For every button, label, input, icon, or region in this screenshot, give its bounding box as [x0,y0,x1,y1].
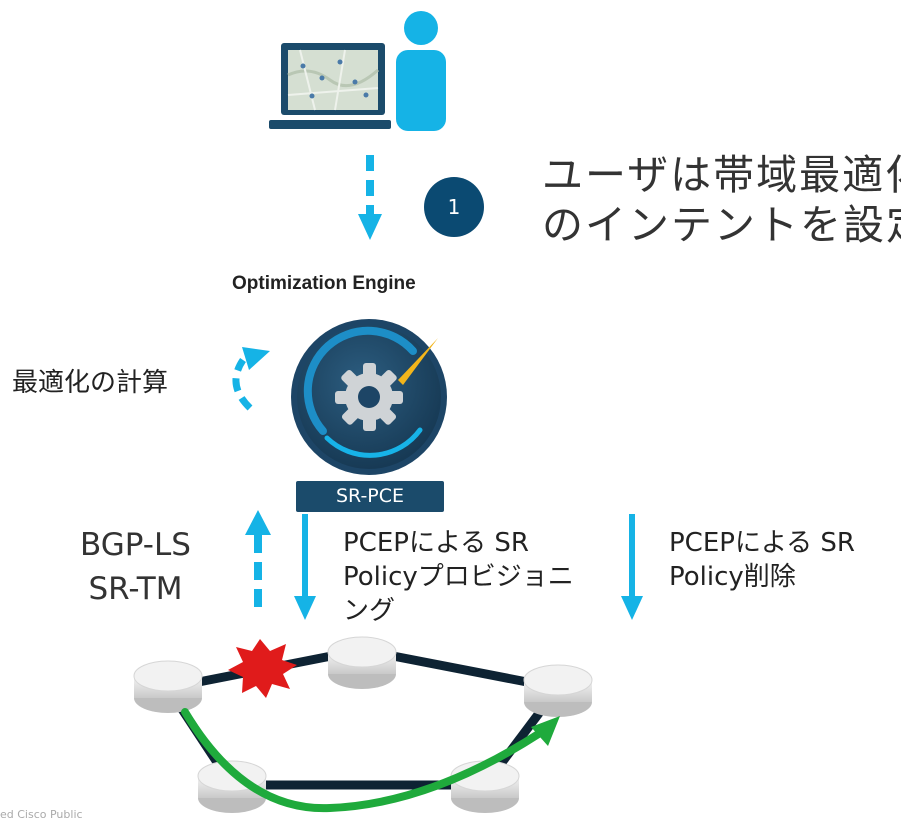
telemetry-label: BGP-LS SR-TM [80,523,191,611]
engine-title: Optimization Engine [232,273,416,294]
intent-arrow-icon [358,155,382,240]
user-icon [396,11,446,131]
srpce-badge: SR-PCE [296,481,444,512]
step-line-2: のインテントを設定 [542,201,901,249]
router-icon [133,660,203,713]
bgp-ls-label: BGP-LS [80,527,191,563]
provision-line-2: Policyプロビジョニ [343,562,574,592]
provision-line-1: PCEPによる SR [343,528,529,558]
sr-tm-label: SR-TM [88,571,183,607]
compute-loop-arrow-icon [232,347,270,411]
optimized-path-arrow-icon [181,708,560,813]
telemetry-up-arrow-icon [245,510,271,610]
step-line-1: ユーザは帯域最適化 [542,151,901,199]
delete-down-arrow-icon [621,514,643,620]
step-description: ユーザは帯域最適化 のインテントを設定 [542,150,901,250]
deletion-label: PCEPによる SR Policy削除 [669,526,855,594]
provision-label: PCEPによる SR Policyプロビジョニ ング [343,526,574,628]
compute-label: 最適化の計算 [12,368,169,398]
provision-line-3: ング [343,596,396,626]
router-icon [327,636,397,689]
optimization-engine-gear-icon [291,319,447,475]
laptop-map-icon [269,43,391,129]
deletion-line-1: PCEPによる SR [669,528,855,558]
step-number-badge: 1 [424,177,484,237]
provision-down-arrow-icon [294,514,316,620]
router-icon [523,664,593,717]
deletion-line-2: Policy削除 [669,562,796,592]
link-failure-icon [228,639,297,698]
footer-text: ed Cisco Public [0,808,83,821]
